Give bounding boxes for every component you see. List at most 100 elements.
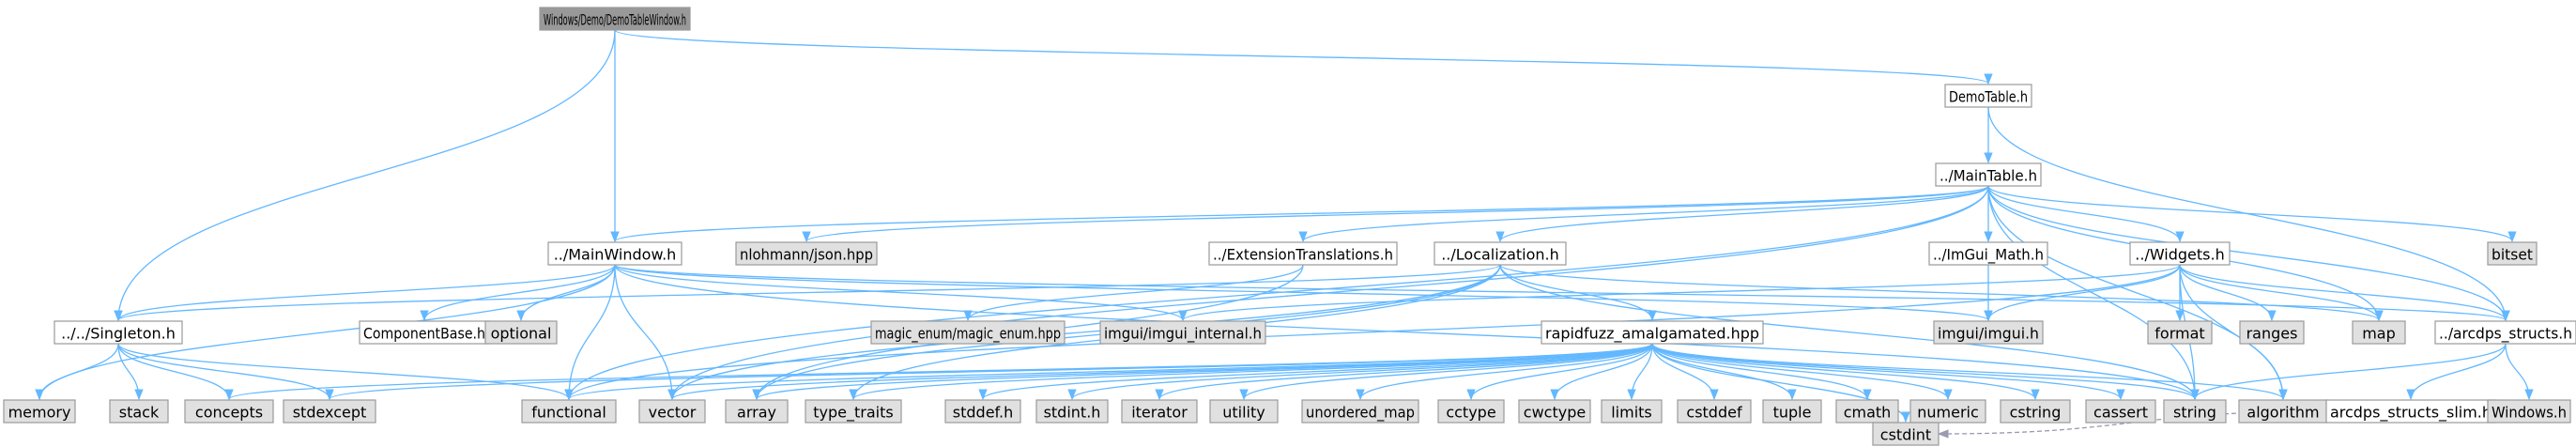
node-demotable-h[interactable]: DemoTable.h bbox=[1944, 84, 2032, 108]
edge-arcdps-to-arcdpsslim bbox=[2406, 343, 2507, 401]
edge-rapidfuzz-to-cmath bbox=[1651, 343, 1872, 401]
node-label: bitset bbox=[2492, 246, 2533, 264]
node-ranges: ranges bbox=[2239, 320, 2305, 345]
edge-maintable-to-bitset bbox=[1987, 185, 2517, 243]
node-box bbox=[1121, 399, 1198, 424]
node-box bbox=[2487, 399, 2571, 424]
edge-rapidfuzz-to-cctype bbox=[1466, 343, 1653, 401]
node-box bbox=[2085, 399, 2156, 424]
edge-maintable-to-algorithm bbox=[1987, 185, 2288, 401]
edge-localization-to-string bbox=[1499, 264, 2200, 401]
node-label: functional bbox=[531, 404, 606, 422]
edge-arcdps-to-string bbox=[2190, 343, 2507, 401]
node-label: iterator bbox=[1131, 404, 1188, 422]
node-stddef-h: stddef.h bbox=[944, 399, 1021, 424]
node-mainwindow-h[interactable]: ../MainWindow.h bbox=[547, 241, 682, 266]
nodes-layer: Windows/Demo/DemoTableWindow.hDemoTable.… bbox=[3, 7, 2576, 446]
node-optional: optional bbox=[484, 320, 558, 345]
node-box bbox=[283, 399, 376, 424]
node-box bbox=[1677, 399, 1752, 424]
node-cwctype: cwctype bbox=[1518, 399, 1591, 424]
node-box bbox=[725, 399, 789, 424]
edge-rapidfuzz-to-utility bbox=[1239, 343, 1653, 401]
node-componentbase-h[interactable]: ComponentBase.h bbox=[359, 320, 490, 345]
node-box bbox=[2238, 399, 2328, 424]
node-cmath: cmath bbox=[1835, 399, 1899, 424]
node-label: stdint.h bbox=[1044, 404, 1101, 422]
node-box bbox=[1301, 399, 1419, 424]
node-label: ../ExtensionTranslations.h bbox=[1213, 246, 1393, 264]
node-imgui-imgui-h: imgui/imgui.h bbox=[1933, 320, 2044, 345]
node-cassert: cassert bbox=[2085, 399, 2156, 424]
node-label: ../ImGui_Math.h bbox=[1933, 246, 2044, 265]
node-label: nlohmann/json.hpp bbox=[740, 246, 873, 264]
node-label: ../arcdps_structs.h bbox=[2439, 325, 2572, 344]
node-imgui-math-h[interactable]: ../ImGui_Math.h bbox=[1928, 241, 2048, 266]
node-box bbox=[2487, 241, 2538, 266]
node-concepts: concepts bbox=[184, 399, 274, 424]
edges-layer bbox=[35, 29, 2534, 439]
edge-widgets-to-imgui bbox=[1984, 264, 2181, 322]
edge-mainwindow-to-imgui bbox=[614, 264, 1993, 322]
node-label: type_traits bbox=[813, 404, 893, 423]
node-cctype: cctype bbox=[1437, 399, 1505, 424]
node-format: format bbox=[2147, 320, 2213, 345]
node-windows-h: Windows.h bbox=[2487, 399, 2571, 424]
node-label: ../MainTable.h bbox=[1940, 167, 2037, 185]
node-map: map bbox=[2352, 320, 2406, 345]
node-box bbox=[1601, 399, 1663, 424]
edge-maintable-to-exttrans bbox=[1298, 185, 1989, 243]
node-box bbox=[1434, 241, 1567, 266]
node-maintable-h[interactable]: ../MainTable.h bbox=[1935, 162, 2042, 187]
edge-maintable-to-string bbox=[1987, 185, 2200, 401]
node-box bbox=[54, 320, 183, 345]
node-box bbox=[547, 241, 682, 266]
node-extensiontranslations-h[interactable]: ../ExtensionTranslations.h bbox=[1208, 241, 1398, 266]
node-iterator: iterator bbox=[1121, 399, 1198, 424]
node-label: map bbox=[2362, 325, 2396, 343]
edge-widgets-to-algorithm bbox=[2179, 264, 2288, 401]
node-label: vector bbox=[649, 404, 697, 422]
edge-maintable-to-mainwindow bbox=[610, 185, 1989, 243]
node-box bbox=[109, 399, 169, 424]
node-box bbox=[2434, 320, 2576, 345]
node-memory: memory bbox=[3, 399, 76, 424]
node-windows-demo-demotablewindow-h[interactable]: Windows/Demo/DemoTableWindow.h bbox=[539, 7, 691, 31]
edge-mainwindow-to-componentbase bbox=[420, 264, 616, 322]
node-box bbox=[539, 7, 691, 31]
node-label: ../../Singleton.h bbox=[61, 325, 176, 343]
node-label: cctype bbox=[1446, 404, 1495, 422]
edge-rapidfuzz-to-typetraits bbox=[849, 343, 1653, 401]
edge-root-to-demotable bbox=[614, 29, 1993, 85]
edge-widgets-to-ranges bbox=[2179, 264, 2277, 322]
node-cstdint: cstdint bbox=[1872, 422, 1940, 446]
node-imgui-imgui-internal-h: imgui/imgui_internal.h bbox=[1099, 320, 1266, 345]
edge-widgets-to-imguiinternal bbox=[1178, 264, 2181, 322]
node-label: cstring bbox=[2010, 404, 2062, 422]
node-localization-h[interactable]: ../Localization.h bbox=[1434, 241, 1567, 266]
node-singleton-h[interactable]: ../../Singleton.h bbox=[54, 320, 183, 345]
node-label: numeric bbox=[1917, 404, 1979, 422]
edge-singleton-to-functional bbox=[117, 343, 574, 401]
node-tuple: tuple bbox=[1762, 399, 1822, 424]
node-algorithm: algorithm bbox=[2238, 399, 2328, 424]
edge-mainwindow-to-singleton bbox=[114, 264, 616, 322]
edge-mainwindow-to-imguiinternal bbox=[614, 264, 1188, 322]
node-arcdps-structs-slim-h[interactable]: arcdps_structs_slim.h bbox=[2325, 399, 2496, 424]
node-label: rapidfuzz_amalgamated.hpp bbox=[1545, 325, 1759, 344]
node-arcdps-structs-h[interactable]: ../arcdps_structs.h bbox=[2434, 320, 2576, 345]
node-box bbox=[521, 399, 617, 424]
node-box bbox=[184, 399, 274, 424]
node-widgets-h[interactable]: ../Widgets.h bbox=[2129, 241, 2231, 266]
node-label: DemoTable.h bbox=[1949, 88, 2028, 106]
node-box bbox=[1933, 320, 2044, 345]
edge-rapidfuzz-to-limits bbox=[1627, 343, 1653, 401]
edge-localization-to-map bbox=[1499, 264, 2384, 322]
node-box bbox=[1944, 84, 2032, 108]
node-rapidfuzz-amalgamated-hpp[interactable]: rapidfuzz_amalgamated.hpp bbox=[1541, 320, 1764, 345]
node-box bbox=[484, 320, 558, 345]
node-box bbox=[805, 399, 902, 424]
node-box bbox=[2163, 399, 2227, 424]
node-box bbox=[1208, 241, 1398, 266]
